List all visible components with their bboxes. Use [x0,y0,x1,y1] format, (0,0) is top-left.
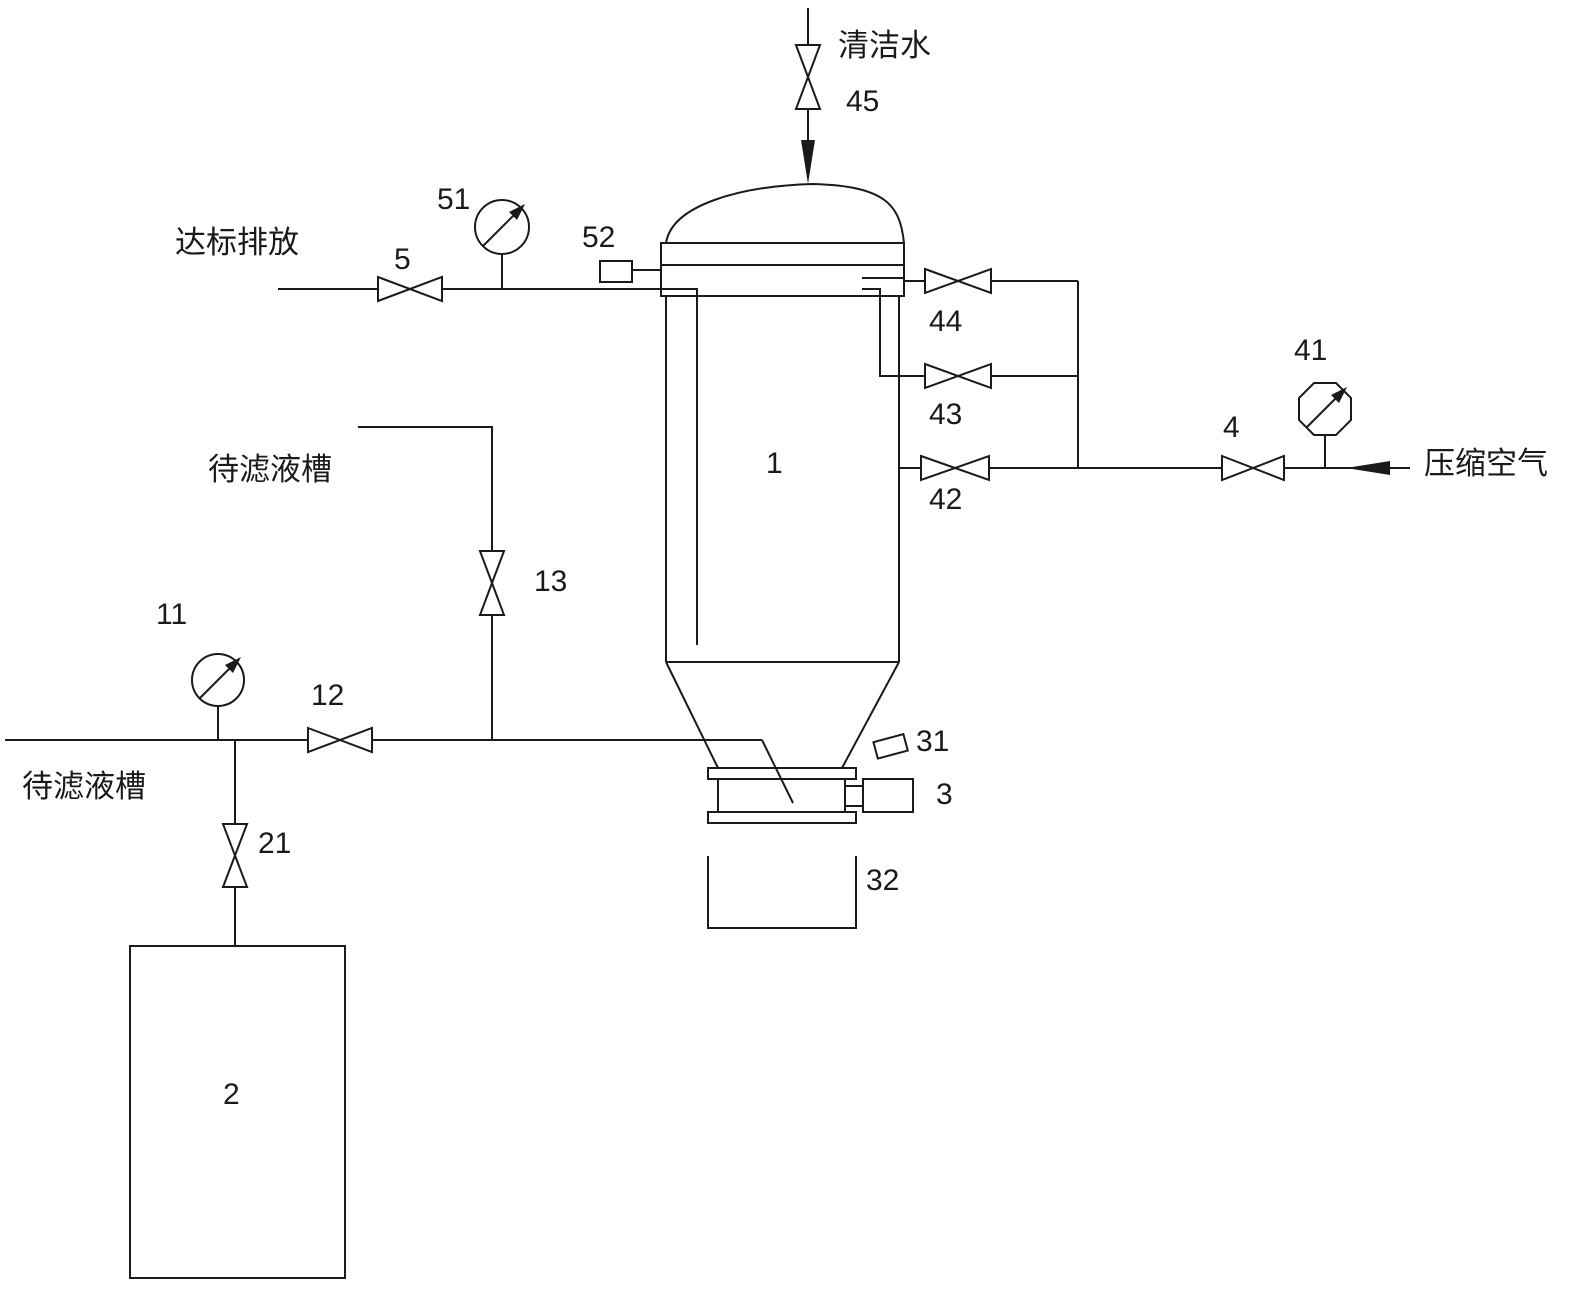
level-sensor [872,732,910,760]
valve-44-icon [924,267,992,295]
valve-43-icon [924,362,992,390]
label-2: 2 [223,1078,240,1111]
feed-piping [5,426,794,946]
label-41: 41 [1294,334,1327,367]
label-5: 5 [394,243,411,276]
clean-water-label: 清洁水 [838,28,931,64]
label-4: 4 [1223,411,1240,444]
label-21: 21 [258,827,291,860]
vessel-cone-right [841,661,900,769]
sensor-52-icon [599,260,633,283]
label-52: 52 [582,221,615,254]
pressure-gauge-51-icon [474,199,530,255]
label-3: 3 [936,778,953,811]
vessel-dome [665,182,905,244]
compressed-air-label: 压缩空气 [1424,446,1548,482]
tank-upper-label: 待滤液槽 [208,452,332,488]
air-piping [899,280,1410,475]
valve-4-icon [1221,454,1285,482]
label-11: 11 [156,598,187,631]
valve-21-icon [221,823,249,888]
label-51: 51 [437,183,470,216]
collection-bin [707,856,857,929]
vessel-cone-left [665,661,719,769]
tank-lower-label: 待滤液槽 [22,769,146,805]
flow-arrow-icon [801,140,815,184]
valve-actuator [862,778,914,813]
discharge-label: 达标排放 [175,225,299,261]
label-42: 42 [929,483,962,516]
air-inflow-arrow-icon [1346,461,1390,475]
storage-tank [129,945,346,1279]
valve-5-icon [377,275,443,303]
label-44: 44 [929,305,962,338]
clean-water-piping [801,8,815,184]
label-31: 31 [916,725,949,758]
internal-outlet-pipe [666,288,698,645]
valve-12-icon [307,726,373,754]
valve-42-icon [920,454,990,482]
label-13: 13 [534,565,567,598]
pressure-gauge-11-icon [191,653,245,707]
label-45: 45 [846,85,879,118]
label-12: 12 [311,679,344,712]
label-1: 1 [766,447,783,480]
valve-13-icon [478,550,506,616]
label-32: 32 [866,864,899,897]
label-43: 43 [929,398,962,431]
pressure-gauge-41-icon [1298,382,1352,436]
discharge-piping [278,254,666,290]
valve-45-icon [794,44,822,110]
bottom-discharge-valve [707,732,914,824]
